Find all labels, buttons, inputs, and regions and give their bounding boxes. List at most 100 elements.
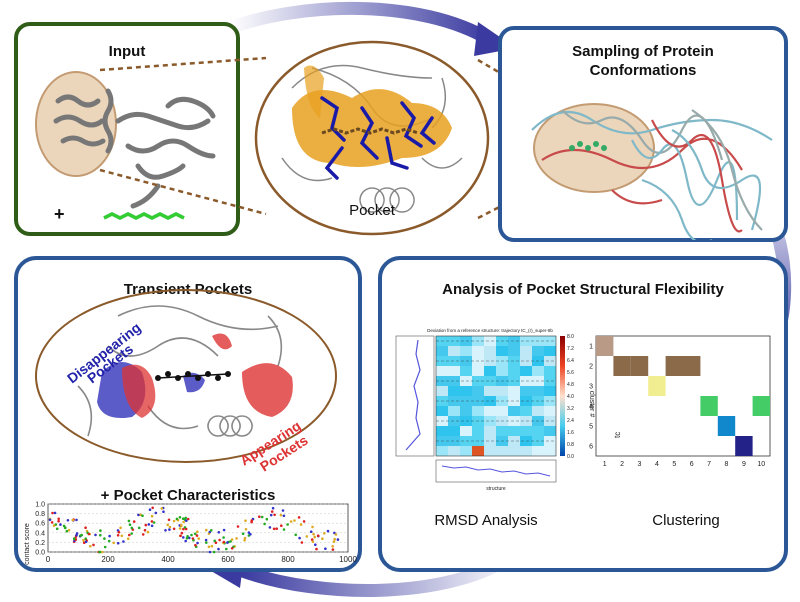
contact-point: [294, 533, 298, 537]
contact-point: [119, 526, 122, 530]
contact-point: [332, 540, 336, 543]
cluster-cell: [735, 436, 753, 456]
transient-pockets-image: Disappearing Pockets Appearing Pockets: [35, 289, 337, 475]
contact-point: [282, 528, 286, 531]
heatmap-cell: [484, 366, 496, 376]
heatmap-cell: [544, 346, 556, 356]
contact-point: [100, 550, 104, 554]
heatmap-cell: [520, 446, 532, 456]
heatmap-cell: [436, 406, 448, 416]
heatmap-cell: [460, 426, 472, 436]
contact-point: [289, 520, 293, 523]
cluster-xtick: 5: [672, 461, 676, 468]
contact-point: [175, 517, 179, 521]
sampling-panel: Sampling of Protein Conformations: [498, 26, 788, 242]
contact-point: [67, 528, 71, 532]
colorbar-tick: 1.6: [567, 430, 574, 436]
cluster-xtick: 1: [603, 461, 607, 468]
contact-point: [313, 535, 317, 539]
heatmap-cell: [520, 406, 532, 416]
contact-point: [275, 527, 279, 530]
contact-point: [316, 534, 320, 537]
input-pocket-ellipse: [35, 71, 117, 177]
input-plus: +: [54, 204, 65, 224]
contact-point: [59, 523, 62, 526]
heatmap-cell: [508, 426, 520, 436]
contact-point: [270, 510, 274, 513]
cluster-xtick: 9: [742, 461, 746, 468]
contact-point: [229, 540, 232, 543]
contact-point: [98, 550, 101, 554]
heatmap-cell: [484, 346, 496, 356]
heatmap-cell: [448, 426, 460, 436]
contact-point: [186, 535, 189, 538]
colorbar-tick: 0.8: [567, 442, 574, 448]
heatmap-cell: [436, 366, 448, 376]
analysis-title: Analysis of Pocket Structural Flexibilit…: [442, 281, 724, 298]
heatmap-cell: [460, 446, 472, 456]
heatmap-cell: [544, 416, 556, 426]
contact-point: [222, 536, 225, 539]
contact-point: [331, 545, 335, 548]
contact-point: [87, 532, 91, 536]
cluster-xtick: 4: [655, 461, 659, 468]
rmsd-caption: RMSD Analysis: [434, 512, 538, 529]
cluster-cell: [752, 396, 770, 416]
contact-point: [210, 544, 214, 548]
contact-point: [214, 541, 218, 544]
contact-point: [333, 537, 337, 541]
colorbar-tick: 8.0: [567, 334, 574, 340]
contact-point: [298, 536, 301, 540]
contact-point: [94, 533, 97, 537]
contact-point: [247, 531, 251, 534]
heatmap-cell: [460, 406, 472, 416]
contact-point: [120, 534, 124, 538]
heatmap-cell: [544, 406, 556, 416]
contact-point: [72, 537, 76, 540]
contact-point: [182, 527, 185, 531]
contact-point: [230, 547, 234, 550]
cluster-cell: [717, 416, 736, 436]
heatmap-cell: [448, 386, 460, 396]
contact-point: [196, 541, 199, 545]
heatmap-cell: [472, 366, 484, 376]
contact-point: [205, 528, 208, 532]
contact-point: [139, 513, 142, 516]
contact-point: [75, 518, 78, 522]
rmsd-profile-line: [405, 339, 421, 451]
heatmap-cell: [508, 366, 520, 376]
contact-point: [244, 528, 248, 531]
contact-point: [160, 507, 164, 510]
contact-point: [151, 506, 154, 510]
contact-point: [84, 526, 87, 529]
contact-point: [195, 534, 199, 537]
heatmap-cell: [448, 446, 460, 456]
contact-point: [152, 521, 156, 524]
contact-point: [300, 541, 304, 544]
contact-point: [194, 543, 197, 547]
heatmap-cell: [484, 396, 496, 406]
heatmap-cell: [544, 376, 556, 386]
pocket-characteristics-title: + Pocket Characteristics: [100, 487, 276, 504]
heatmap-cell: [508, 386, 520, 396]
heatmap-cell: [544, 396, 556, 406]
contact-ytick: 0.8: [35, 511, 45, 518]
heatmap-cell: [544, 336, 556, 346]
contact-point: [154, 511, 158, 515]
contact-point: [168, 525, 172, 529]
contact-point: [302, 520, 306, 523]
contact-point: [108, 534, 111, 538]
input-panel: Input +: [14, 22, 240, 236]
contact-point: [311, 540, 315, 543]
contact-point: [147, 523, 151, 526]
cluster-ytick: 1: [589, 344, 593, 351]
heatmap-cell: [520, 386, 532, 396]
contact-point: [217, 531, 221, 534]
heatmap-cell: [448, 346, 460, 356]
heatmap-cell: [508, 406, 520, 416]
contact-point: [107, 539, 111, 543]
contact-ylabel: contact score: [24, 523, 31, 565]
heatmap-cell: [472, 386, 484, 396]
heatmap-cell: [532, 406, 544, 416]
